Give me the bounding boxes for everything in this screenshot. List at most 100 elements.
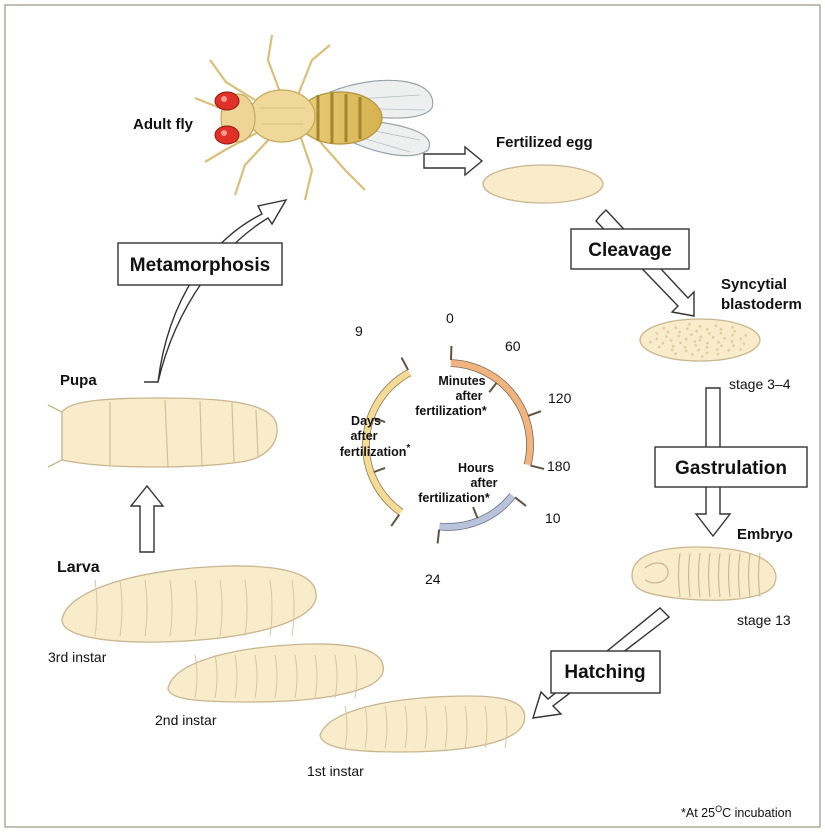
days-caption-line3: fertilization* — [340, 443, 411, 459]
syncytial-label-line1: Syncytial — [721, 276, 787, 293]
metamorphosis-label: Metamorphosis — [130, 255, 270, 276]
blastoderm-nucleus-dot — [706, 346, 709, 349]
minutes-caption-line1: Minutes — [438, 374, 485, 388]
hours-tick-mark — [515, 497, 526, 506]
embryo-illustration — [632, 547, 776, 600]
minutes-caption-line3: fertilization* — [415, 404, 487, 418]
blastoderm-nucleus-dot — [662, 327, 665, 330]
blastoderm-nucleus-dot — [671, 349, 674, 352]
blastoderm-nucleus-dot — [675, 326, 678, 329]
larva-second-instar-illustration — [168, 644, 383, 702]
blastoderm-nucleus-dot — [697, 349, 700, 352]
blastoderm-nucleus-dot — [706, 328, 709, 331]
pupa-label: Pupa — [60, 372, 97, 389]
larva-third-instar-illustration — [62, 566, 316, 642]
blastoderm-nucleus-dot — [674, 352, 677, 355]
blastoderm-nucleus-dot — [690, 333, 693, 336]
arrow-pupa-to-adult — [144, 200, 286, 382]
blastoderm-nucleus-dot — [699, 325, 702, 328]
blastoderm-nucleus-dot — [744, 334, 747, 337]
blastoderm-nucleus-dot — [723, 337, 726, 340]
embryo-label: Embryo — [737, 526, 793, 543]
blastoderm-nucleus-dot — [731, 334, 734, 337]
blastoderm-nucleus-dot — [685, 338, 688, 341]
blastoderm-nucleus-dot — [706, 351, 709, 354]
first-instar-label: 1st instar — [307, 763, 364, 779]
blastoderm-nucleus-dot — [731, 340, 734, 343]
blastoderm-nucleus-dot — [691, 353, 694, 356]
blastoderm-nucleus-dot — [656, 337, 659, 340]
second-instar-label: 2nd instar — [155, 712, 217, 728]
blastoderm-nucleus-dot — [678, 335, 681, 338]
blastoderm-nucleus-dot — [656, 332, 659, 335]
blastoderm-nucleus-dot — [694, 344, 697, 347]
blastoderm-nucleus-dot — [732, 344, 735, 347]
cleavage-label: Cleavage — [588, 240, 671, 261]
blastoderm-nucleus-dot — [699, 339, 702, 342]
blastoderm-nucleus-dot — [716, 348, 719, 351]
blastoderm-nucleus-dot — [706, 342, 709, 345]
blastoderm-nucleus-dot — [700, 335, 703, 338]
larva-label: Larva — [57, 559, 100, 576]
blastoderm-nucleus-dot — [715, 324, 718, 327]
blastoderm-nucleus-dot — [731, 326, 734, 329]
blastoderm-nucleus-dot — [658, 346, 661, 349]
blastoderm-nucleus-dot — [662, 342, 665, 345]
minutes-tick-180: 180 — [547, 458, 571, 474]
days-caption-line2: after — [350, 429, 377, 443]
hours-caption-line2: after — [470, 476, 497, 490]
blastoderm-nucleus-dot — [667, 331, 670, 334]
blastoderm-nucleus-dot — [708, 332, 711, 335]
blastoderm-nucleus-dot — [695, 330, 698, 333]
blastoderm-nucleus-dot — [743, 342, 746, 345]
days-tick-9: 9 — [355, 323, 363, 339]
blastoderm-illustration — [640, 319, 760, 361]
blastoderm-nucleus-dot — [720, 332, 723, 335]
adult-fly-label: Adult fly — [133, 116, 194, 133]
blastoderm-nucleus-dot — [686, 327, 689, 330]
hours-caption-line1: Hours — [458, 461, 494, 475]
blastoderm-nucleus-dot — [739, 348, 742, 351]
blastoderm-nucleus-dot — [693, 340, 696, 343]
blastoderm-nucleus-dot — [717, 341, 720, 344]
minutes-tick-60: 60 — [505, 338, 521, 354]
footnote-incubation: *At 25OC incubation — [681, 804, 792, 820]
arrow-adult-to-egg — [424, 147, 482, 175]
days-tick-mark — [391, 515, 399, 526]
fertilized-egg-label: Fertilized egg — [496, 134, 593, 151]
blastoderm-nucleus-dot — [684, 346, 687, 349]
fertilized-egg-illustration — [483, 165, 603, 203]
days-tick-mark — [374, 468, 385, 472]
hours-tick-mark — [473, 507, 477, 518]
blastoderm-nucleus-dot — [727, 349, 730, 352]
minutes-tick-mark — [528, 411, 541, 416]
gastrulation-label: Gastrulation — [675, 458, 787, 479]
days-tick-mark — [402, 358, 409, 370]
blastoderm-nucleus-dot — [733, 330, 736, 333]
blastoderm-nucleus-dot — [720, 328, 723, 331]
hours-tick-mark — [438, 530, 439, 544]
hours-caption-line3: fertilization* — [418, 491, 490, 505]
blastoderm-nucleus-dot — [739, 337, 742, 340]
stage-3-4-label: stage 3–4 — [729, 376, 791, 392]
blastoderm-nucleus-dot — [688, 323, 691, 326]
hours-tick-24: 24 — [425, 571, 441, 587]
blastoderm-nucleus-dot — [679, 341, 682, 344]
larva-first-instar-illustration — [320, 696, 525, 752]
adult-fly-illustration — [195, 35, 433, 200]
pupa-illustration — [48, 398, 277, 468]
blastoderm-nucleus-dot — [678, 331, 681, 334]
minutes-tick-mark — [530, 466, 544, 469]
blastoderm-nucleus-dot — [670, 339, 673, 342]
minutes-caption-line2: after — [455, 389, 482, 403]
blastoderm-nucleus-dot — [701, 355, 704, 358]
hours-tick-10: 10 — [545, 510, 561, 526]
blastoderm-nucleus-dot — [649, 341, 652, 344]
stage-13-label: stage 13 — [737, 612, 791, 628]
blastoderm-nucleus-dot — [672, 345, 675, 348]
days-caption-line1: Days — [351, 414, 381, 428]
hatching-label: Hatching — [564, 662, 645, 683]
minutes-tick-0: 0 — [446, 310, 454, 326]
